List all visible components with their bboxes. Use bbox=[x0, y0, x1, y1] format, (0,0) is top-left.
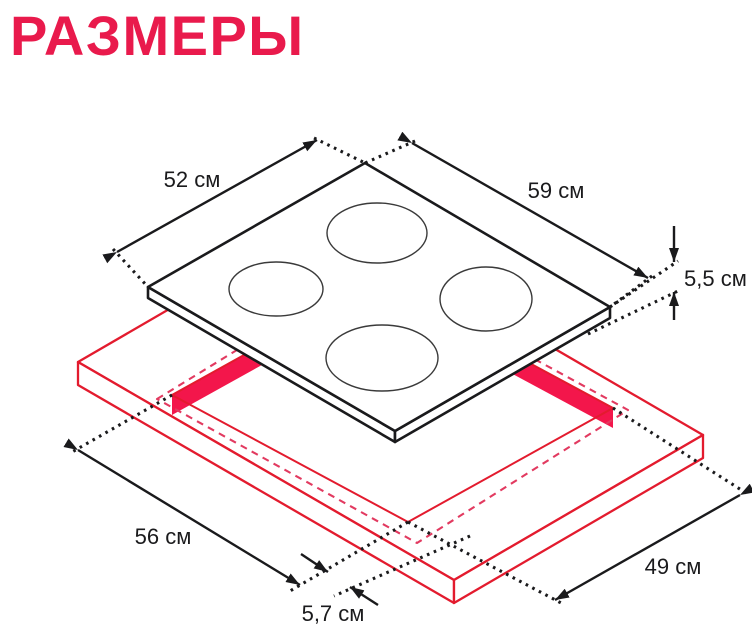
dim-arrow-57-right bbox=[349, 585, 379, 607]
burner-left bbox=[228, 261, 324, 317]
ext-line-55-bottom bbox=[587, 289, 679, 336]
ext-line-59-upper bbox=[364, 139, 416, 165]
burner-front bbox=[325, 324, 439, 392]
ext-line-56-lower bbox=[289, 520, 409, 593]
dim-arrow-49 bbox=[554, 483, 752, 602]
ext-line-59-lower bbox=[609, 274, 653, 309]
burner-right bbox=[439, 266, 533, 332]
dim-label-cutout-width: 56 см bbox=[135, 524, 192, 549]
dim-label-cooktop-depth: 52 см bbox=[164, 167, 221, 192]
page-title: РАЗМЕРЫ bbox=[10, 4, 305, 67]
dim-arrow-57-left bbox=[300, 553, 329, 573]
dim-label-cutout-depth: 49 см bbox=[645, 554, 702, 579]
dim-label-cooktop-height: 5,5 см bbox=[684, 266, 747, 291]
dim-arrow-52 bbox=[102, 138, 318, 264]
burner-back bbox=[326, 202, 428, 264]
dim-arrow-59 bbox=[397, 131, 649, 280]
ext-line-52-upper bbox=[313, 136, 366, 165]
ext-line-57 bbox=[333, 534, 471, 598]
ext-line-52-lower bbox=[111, 247, 150, 289]
dimension-annotations: 52 см 59 см 5,5 см 56 см 49 см 5,7 см bbox=[63, 131, 752, 626]
dim-arrow-56 bbox=[63, 438, 301, 587]
ext-line-55-top bbox=[609, 259, 679, 309]
dim-label-cutout-front-offset: 5,7 см bbox=[302, 601, 365, 626]
dim-label-cooktop-width: 59 см bbox=[528, 178, 585, 203]
